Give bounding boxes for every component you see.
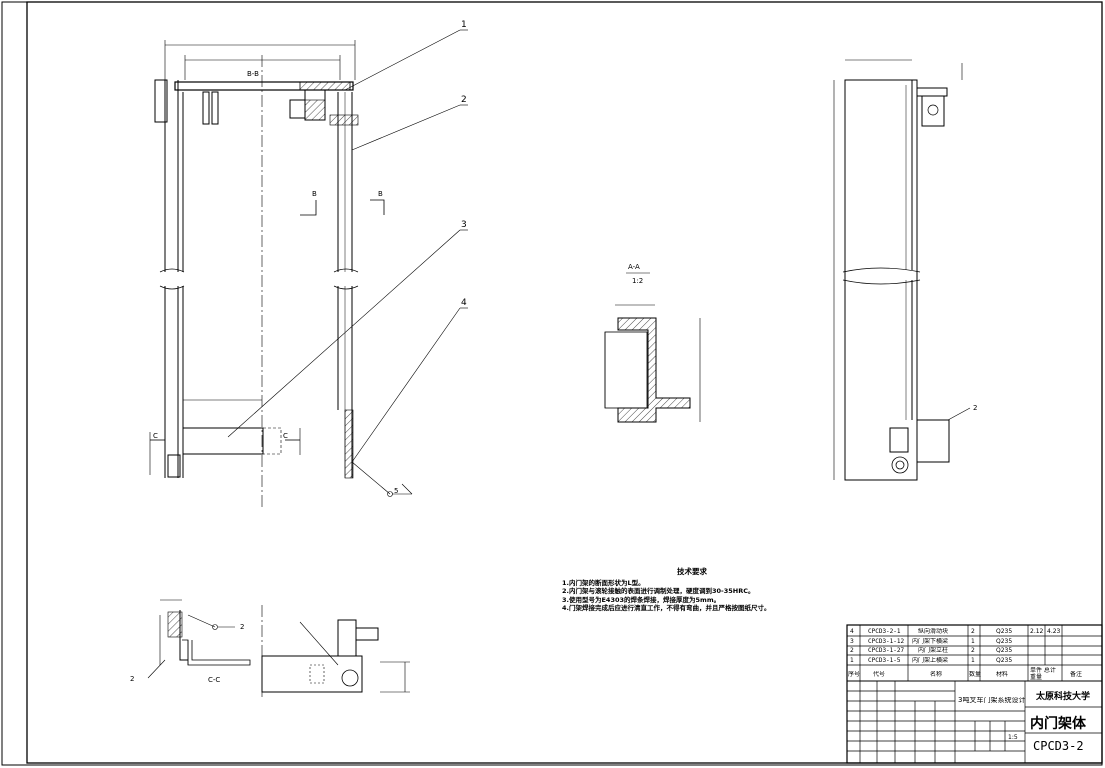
callout-3: 3 (461, 220, 467, 230)
arrow-letter-right: B (378, 190, 383, 198)
scale-value: 1:5 (1008, 734, 1018, 741)
part-no: 4 (850, 628, 854, 635)
header-name: 名称 (930, 671, 943, 678)
c-letter-left: C (153, 432, 158, 440)
section-scale: 1:2 (632, 277, 644, 285)
front-view (149, 29, 468, 510)
part-name: 内门架下横梁 (912, 638, 949, 645)
drawing-code: CPCD3-2 (1033, 739, 1084, 753)
header-no: 序号 (848, 671, 861, 678)
design-title: 3吨叉车门架系统设计 (958, 697, 1026, 704)
side-view (833, 59, 971, 481)
detail-bottom-beam (261, 605, 410, 700)
part-weight-total: 4.23 (1047, 628, 1061, 635)
part-material: Q235 (996, 628, 1013, 635)
part-weight-single: 2.12 (1030, 628, 1044, 635)
section-aa (604, 272, 701, 423)
part-qty: 1 (971, 657, 975, 664)
part-name: 内门架立柱 (918, 647, 949, 654)
part-qty: 1 (971, 638, 975, 645)
callout-4: 4 (461, 298, 467, 308)
callout-1: 1 (461, 20, 467, 30)
weld-symbol-2-left: 2 (240, 623, 245, 631)
part-code: CPCD3-2-1 (868, 628, 901, 635)
weld-symbol-5: 5 (394, 487, 399, 495)
header-weight: 单件 总计 重量 (1030, 667, 1056, 681)
part-qty: 2 (971, 628, 975, 635)
section-label-c-c: C-C (208, 676, 221, 684)
note-item: 1.内门架的断面形状为L型。 (562, 578, 645, 587)
part-material: Q235 (996, 647, 1013, 654)
note-item: 3.使用型号为E4303的焊条焊接，焊接厚度为5mm。 (562, 595, 721, 604)
weld-symbol-2-bottom: 2 (130, 675, 135, 683)
part-code: CPCD3-1-27 (868, 647, 905, 654)
part-no: 3 (850, 638, 854, 645)
notes-title: 技术要求 (677, 567, 707, 576)
drawing-name: 内门架体 (1030, 716, 1086, 732)
part-no: 1 (850, 657, 854, 664)
note-item: 4.门架焊接完成后应进行清直工作，不得有弯曲，并且严格按图纸尺寸。 (562, 604, 771, 613)
header-qty: 数量 (969, 671, 982, 678)
part-name: 纵向滑动块 (918, 628, 949, 635)
arrow-letter-left: B (312, 190, 317, 198)
technical-requirements: 技术要求 1.内门架的断面形状为L型。 2.内门架与滚轮接触的表面进行调制处理，… (562, 567, 822, 613)
section-label-a-a: A-A (628, 263, 640, 271)
weld-symbol-2-side: 2 (973, 404, 978, 412)
detail-c-c (147, 599, 251, 679)
callout-2: 2 (461, 95, 467, 105)
title-block-grid (846, 624, 1103, 764)
part-name: 内门架上横梁 (912, 657, 949, 664)
section-label-b-b: B-B (247, 70, 259, 78)
part-no: 2 (850, 647, 854, 654)
header-code: 代号 (873, 671, 886, 678)
part-material: Q235 (996, 657, 1013, 664)
part-material: Q235 (996, 638, 1013, 645)
header-material: 材料 (996, 671, 1009, 678)
c-letter-right: C (283, 432, 288, 440)
school-name: 太原科技大学 (1036, 692, 1091, 702)
note-item: 2.内门架与滚轮接触的表面进行调制处理，硬度调到30-35HRC。 (562, 587, 755, 596)
part-qty: 2 (971, 647, 975, 654)
part-code: CPCD3-1-12 (868, 638, 905, 645)
drawing-frame (26, 1, 1103, 764)
part-code: CPCD3-1-5 (868, 657, 901, 664)
header-remark: 备注 (1070, 671, 1083, 678)
